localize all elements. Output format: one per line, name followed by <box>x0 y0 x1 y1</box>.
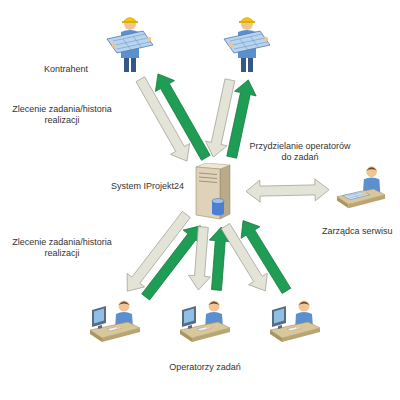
operator-icon <box>178 296 232 348</box>
server-icon <box>190 163 240 221</box>
operator-icon <box>268 296 322 348</box>
operator-icon <box>88 296 142 348</box>
manager-figure: Zarządca serwisu <box>335 162 387 216</box>
flow-arrow <box>241 221 291 294</box>
flow-arrow <box>189 227 211 290</box>
contractor-icon <box>105 12 155 74</box>
contractor-icon <box>222 12 272 74</box>
flow-arrow <box>246 179 329 202</box>
operator-figure <box>178 296 232 348</box>
group-label: Operatorzy zadań <box>160 362 250 373</box>
edge-label: Przydzielanie operatorów do zadań <box>244 141 356 163</box>
edge-label: Zlecenie zadania/historia realizacji <box>3 104 121 126</box>
operator-figure <box>88 296 142 348</box>
node-label: System IProjekt24 <box>72 181 184 192</box>
flow-arrow <box>155 74 210 160</box>
edge-label: Zlecenie zadania/historia realizacji <box>3 237 121 259</box>
contractor-figure: Kontrahent <box>105 12 155 74</box>
server-node: System IProjekt24 <box>190 163 240 221</box>
manager-icon <box>335 162 387 216</box>
flow-arrow <box>142 226 201 300</box>
node-label: Zarządca serwisu <box>322 226 400 237</box>
node-label: Kontrahent <box>44 64 104 75</box>
contractor-figure <box>222 12 272 74</box>
operator-figure <box>268 296 322 348</box>
